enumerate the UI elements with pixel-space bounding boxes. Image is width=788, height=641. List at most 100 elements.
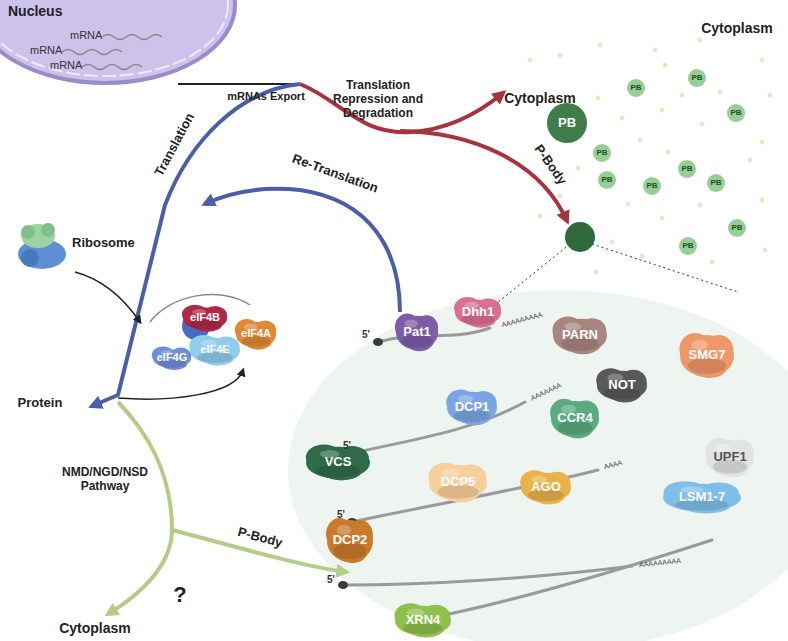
p-body-granule: PB (592, 143, 612, 163)
p-body-granule: PB (727, 218, 747, 238)
product-label: Protein (18, 396, 63, 411)
p-body-target (565, 222, 595, 252)
granule-shape (679, 237, 697, 255)
protein-dhh1: Dhh1 (452, 295, 504, 329)
cap-symbol (373, 338, 383, 346)
granule-shape (643, 177, 661, 195)
dot (663, 63, 668, 68)
mrna-strand (102, 35, 162, 40)
p-body-granule: PB (687, 68, 707, 88)
protein-name: Dhh1 (462, 305, 495, 319)
mrna-strand (62, 50, 122, 55)
dot (528, 58, 533, 63)
granule-label: PB (691, 74, 702, 82)
granule-label: PB (682, 242, 693, 250)
protein-ccr4: CCR4 (548, 396, 602, 440)
protein-name: CCR4 (557, 411, 592, 425)
protein-eif4g: eIF4G (150, 345, 194, 371)
p-body-granule: PB (597, 170, 617, 190)
protein-name: AGO (531, 480, 561, 494)
dot (576, 166, 581, 171)
protein-name: NOT (608, 378, 635, 392)
granule-shape (598, 171, 616, 189)
cap-symbol (338, 581, 348, 589)
process-label: Translation Repression and Degradation (321, 79, 436, 120)
protein-name: eIF4E (200, 344, 229, 356)
dot (700, 122, 705, 127)
cytoplasm-dots (528, 38, 773, 275)
granule-shape (678, 160, 696, 178)
ribosome-shape (21, 224, 55, 248)
protein-name: DCP5 (441, 475, 476, 489)
dot (666, 150, 671, 155)
dot (760, 198, 765, 203)
granule-label: PB (646, 182, 657, 190)
ribosome-shape (21, 225, 35, 239)
protein-dcp1: DCP1 (444, 387, 500, 427)
granule-label: PB (730, 109, 741, 117)
mrna-strand (343, 566, 632, 585)
ribosome-shape (21, 249, 39, 267)
protein-name: DCP1 (455, 400, 490, 414)
protein-parn: PARN (550, 314, 610, 356)
protein-vcs: VCS (303, 442, 373, 482)
p-body-granule: PB (677, 159, 697, 179)
p-body-granule: PB (726, 103, 746, 123)
dot (538, 214, 543, 219)
compartment-label: Cytoplasm (701, 20, 773, 36)
question-mark: ? (173, 582, 186, 607)
dot (760, 140, 765, 145)
protein-eif4b: eIF4B (180, 303, 230, 333)
pathway-label: Translation (152, 111, 198, 179)
protein-dcp2: DCP2 (324, 515, 376, 565)
protein-smg7: SMG7 (677, 330, 737, 380)
nuclear-envelope (0, 0, 228, 76)
granule-shape (707, 174, 725, 192)
dot (598, 43, 603, 48)
p-body-zoom (288, 290, 788, 641)
protein-name: PARN (562, 328, 598, 342)
protein-shape (153, 350, 191, 368)
mrna-label: mRNA (70, 30, 102, 42)
ribosome-arrow (75, 272, 140, 322)
dot (610, 240, 615, 245)
dot (653, 48, 658, 53)
protein-dcp5: DCP5 (426, 460, 490, 504)
granule-label: PB (710, 179, 721, 187)
dot (763, 248, 768, 253)
dot (638, 138, 643, 143)
p-body-granule: PB (706, 173, 726, 193)
granule-label: PB (601, 176, 612, 184)
protein-xrn4: XRN4 (392, 601, 454, 639)
protein-not: NOT (594, 366, 650, 404)
protein-ago: AGO (518, 468, 574, 506)
nucleus-shape (0, 0, 235, 83)
granule-shape (593, 144, 611, 162)
dot (558, 53, 563, 58)
dot (718, 90, 723, 95)
dot (698, 203, 703, 208)
granule-shape (688, 69, 706, 87)
compartment-label: Cytoplasm (504, 90, 576, 106)
cap-label: 5' (327, 574, 335, 586)
cap-label: 5' (337, 509, 345, 521)
dot (640, 254, 645, 259)
process-label: mRNAs Export (227, 90, 305, 103)
granule-label: PB (630, 84, 641, 92)
nucleus-label: Nucleus (8, 4, 62, 19)
mrna-strand (430, 540, 712, 618)
mrna-strand (82, 65, 142, 70)
recycling-arrow (118, 370, 243, 399)
export-line (178, 83, 300, 85)
dot (594, 270, 599, 275)
protein-lsm1-7: LSM1-7 (660, 479, 744, 515)
decay-arrow (108, 402, 172, 614)
dot (660, 216, 665, 221)
dot (680, 93, 685, 98)
nucleus: NucleusmRNAmRNAmRNA (0, 0, 240, 90)
compartment-label: Cytoplasm (59, 620, 131, 636)
ribosome: Ribosome (10, 218, 140, 278)
granule-shape (627, 79, 645, 97)
protein-eif4a: eIF4A (233, 317, 279, 351)
